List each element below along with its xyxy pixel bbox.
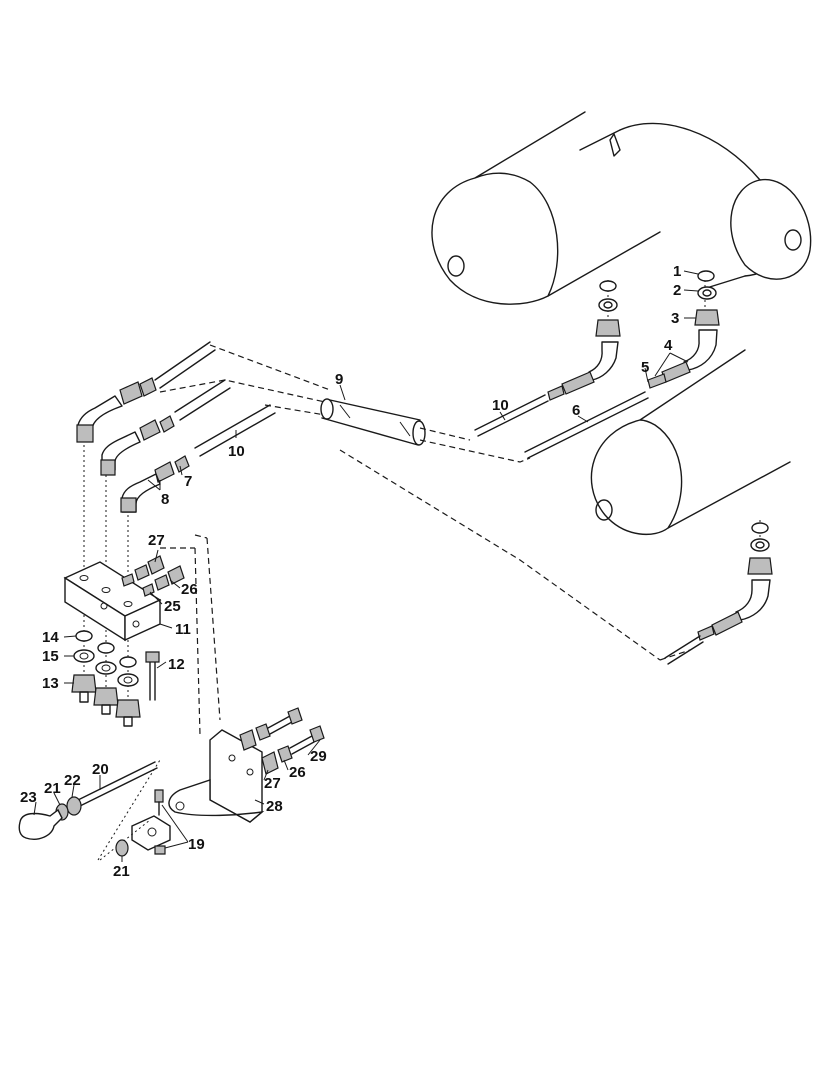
- routing-dashed-lines: [159, 344, 691, 736]
- air-tank-upper-right: [579, 122, 812, 291]
- callout-25: 25: [164, 598, 181, 615]
- bracket-hardware: [239, 707, 325, 775]
- pipe-middle-left: [174, 379, 231, 421]
- pipe-10-right: [474, 394, 549, 437]
- callout-26-lower: 26: [289, 764, 306, 781]
- callout-1: 1: [673, 263, 681, 280]
- callout-7: 7: [184, 473, 192, 490]
- callout-27-upper: 27: [148, 532, 165, 549]
- elbow-fitting-middle: [100, 415, 175, 476]
- callout-21-upper: 21: [44, 780, 61, 797]
- pipe-upper-left: [154, 341, 216, 389]
- manifold-block-11: [63, 561, 162, 642]
- callout-10-left: 10: [228, 443, 245, 460]
- callout-26-upper: 26: [181, 581, 198, 598]
- callout-12: 12: [168, 656, 185, 673]
- pipe-10-left: [194, 404, 276, 457]
- callout-5: 5: [641, 359, 649, 376]
- fitting-stack-lower: [664, 522, 773, 665]
- protective-sleeve-9: [320, 398, 426, 446]
- callout-11: 11: [175, 621, 191, 638]
- callout-3: 3: [671, 310, 679, 327]
- callout-4: 4: [664, 337, 673, 354]
- leader-lines: [33, 270, 699, 862]
- air-tank-lower: [590, 349, 791, 535]
- callout-28: 28: [266, 798, 283, 815]
- callout-9: 9: [335, 371, 343, 388]
- elbow-fitting-lower: [120, 455, 190, 513]
- callout-22: 22: [64, 772, 81, 789]
- pipe-6: [524, 391, 649, 459]
- callout-15: 15: [42, 648, 59, 665]
- callout-8: 8: [161, 491, 169, 508]
- pin-block-19: [99, 789, 171, 861]
- callout-21-lower: 21: [113, 863, 130, 880]
- callout-14: 14: [42, 629, 59, 646]
- fitting-stack-middle: [547, 280, 621, 401]
- nut-21-lower: [115, 839, 129, 857]
- air-tank-upper-left: [431, 111, 661, 305]
- lower-fittings-13-15: [71, 630, 141, 727]
- callout-13: 13: [42, 675, 59, 692]
- callout-23: 23: [20, 789, 37, 806]
- callout-29: 29: [310, 748, 327, 765]
- callout-20: 20: [92, 761, 109, 778]
- callout-2: 2: [673, 282, 681, 299]
- callout-27-lower: 27: [264, 775, 281, 792]
- callout-6: 6: [572, 402, 580, 419]
- bolt-12: [145, 651, 160, 701]
- handle-key-23: [18, 808, 63, 840]
- mounting-bracket-28: [168, 729, 265, 823]
- elbow-fitting-upper: [76, 377, 157, 443]
- callout-labels: 1 2 3 4 5 6 7 8 9 10 10 11 12 13 14 15 1…: [20, 263, 681, 880]
- callout-10-right: 10: [492, 397, 509, 414]
- fitting-stack-right: [647, 270, 720, 389]
- stud-20: [77, 759, 161, 861]
- callout-19: 19: [188, 836, 205, 853]
